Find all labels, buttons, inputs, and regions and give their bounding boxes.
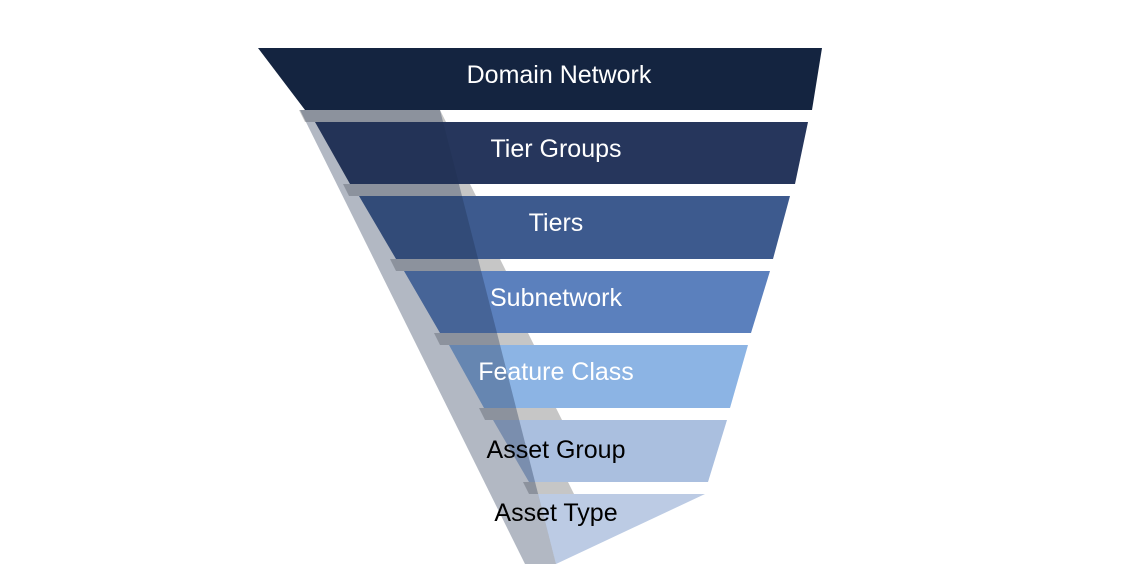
funnel-connectors [299, 110, 574, 494]
funnel-bands [258, 48, 822, 564]
funnel-connector-1 [299, 110, 446, 122]
funnel-connector-5 [479, 408, 562, 420]
funnel-band-subnetwork[interactable] [404, 271, 770, 333]
funnel-connector-2 [343, 184, 476, 196]
funnel-connector-6 [523, 482, 574, 494]
funnel-band-feature-class[interactable] [449, 345, 748, 408]
funnel-band-tiers[interactable] [359, 196, 790, 259]
funnel-shadow-overlay [300, 110, 556, 564]
funnel-band-domain-network[interactable] [258, 48, 822, 110]
funnel-band-asset-type[interactable] [538, 494, 705, 564]
funnel-connector-4 [434, 333, 534, 345]
funnel-connector-3 [390, 259, 506, 271]
funnel-band-tier-groups[interactable] [315, 122, 808, 184]
funnel-band-asset-group[interactable] [493, 420, 727, 482]
